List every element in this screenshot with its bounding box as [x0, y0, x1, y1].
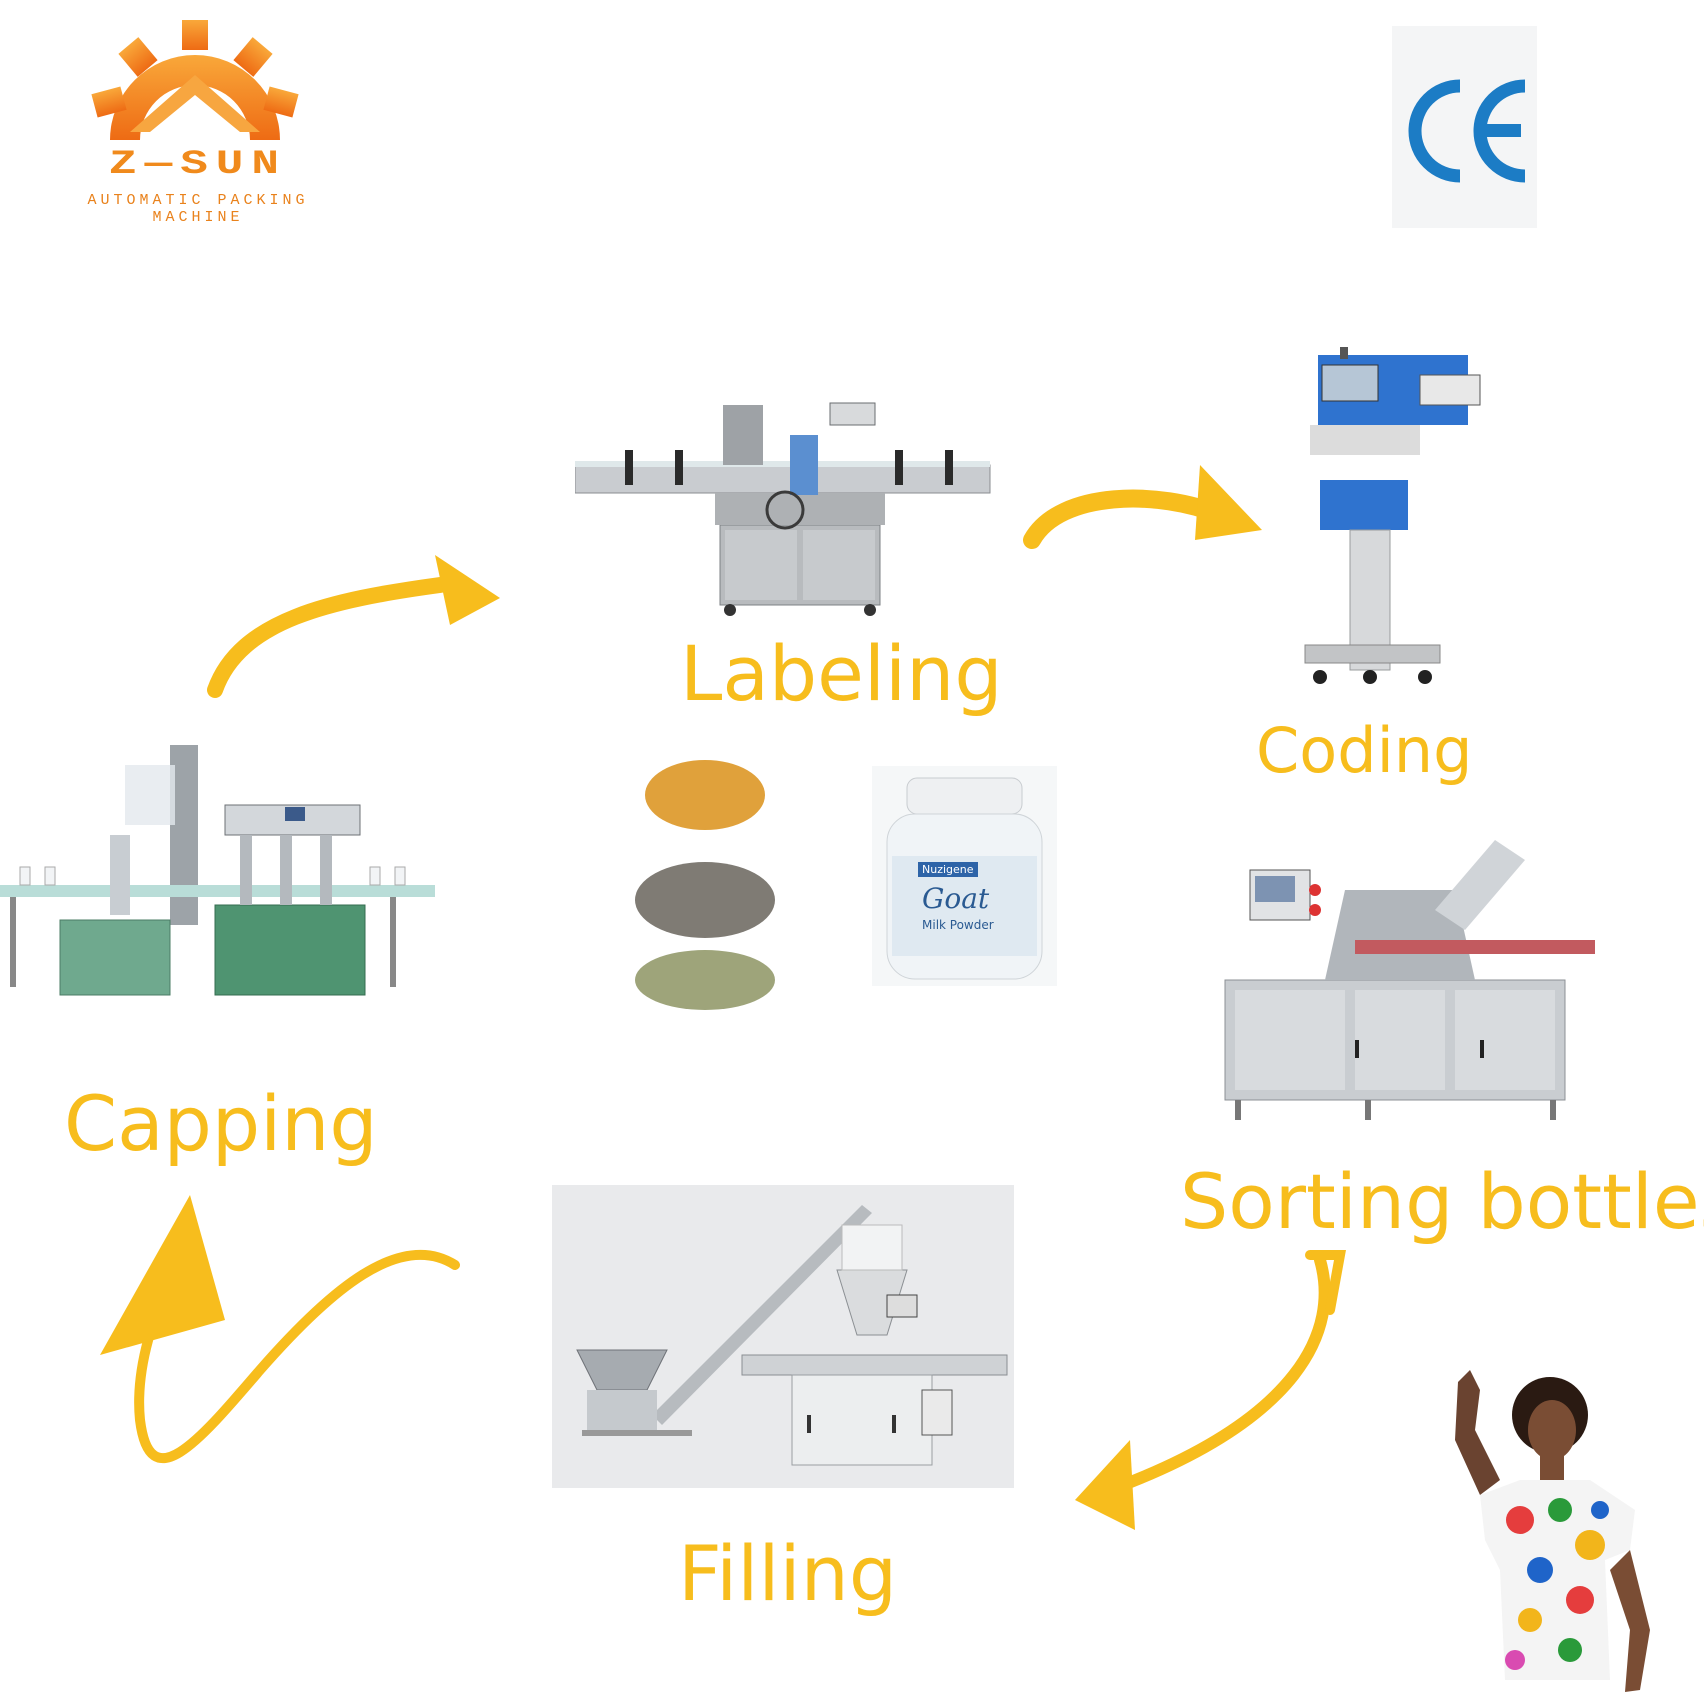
- jar-title: Goat: [922, 882, 990, 915]
- arrowhead-capping-to-labeling: [435, 555, 500, 625]
- milk-jar-icon: [886, 777, 1043, 980]
- coding-machine-image: [1304, 347, 1481, 684]
- arrowhead-sorting-to-filling: [1075, 1440, 1135, 1530]
- brand-name: Z—SUN: [108, 144, 288, 184]
- capping-machine-image: [0, 745, 435, 996]
- gear-sun-icon: [91, 20, 299, 140]
- filling-machine-image: [576, 1205, 1008, 1466]
- brand-tagline: AUTOMATIC PACKING MACHINE: [87, 192, 309, 226]
- presenter-person-image: [1455, 1370, 1650, 1692]
- arrow-capping-to-labeling: [207, 577, 448, 698]
- ce-mark-icon: [1408, 79, 1526, 183]
- stage-label-sorting: Sorting bottles: [1180, 1157, 1704, 1246]
- ce-badge: [1392, 26, 1537, 228]
- labeling-machine-image: [575, 402, 991, 616]
- brand-logo: Z—SUN AUTOMATIC PACKING MACHINE: [30, 20, 350, 226]
- stage-label-capping: Capping: [64, 1079, 378, 1168]
- arrowhead-filling-to-capping: [100, 1195, 225, 1355]
- product-jar: Nuzigene Goat Milk Powder: [872, 766, 1057, 986]
- jar-subtitle: Milk Powder: [922, 918, 994, 932]
- jar-brand: Nuzigene: [918, 862, 978, 877]
- stage-label-coding: Coding: [1256, 714, 1473, 787]
- arrow-sorting-to-filling: [1104, 1254, 1331, 1496]
- filling-machine-panel: [552, 1185, 1014, 1488]
- arrow-filling-to-capping: [134, 1225, 460, 1463]
- arrow-labeling-to-coding: [1023, 489, 1229, 549]
- stage-label-labeling: Labeling: [680, 629, 1003, 718]
- powder-samples-image: [635, 760, 775, 1010]
- arrowhead-labeling-to-coding: [1195, 465, 1262, 540]
- stage-label-filling: Filling: [678, 1529, 898, 1618]
- sorting-machine-image: [1224, 840, 1595, 1120]
